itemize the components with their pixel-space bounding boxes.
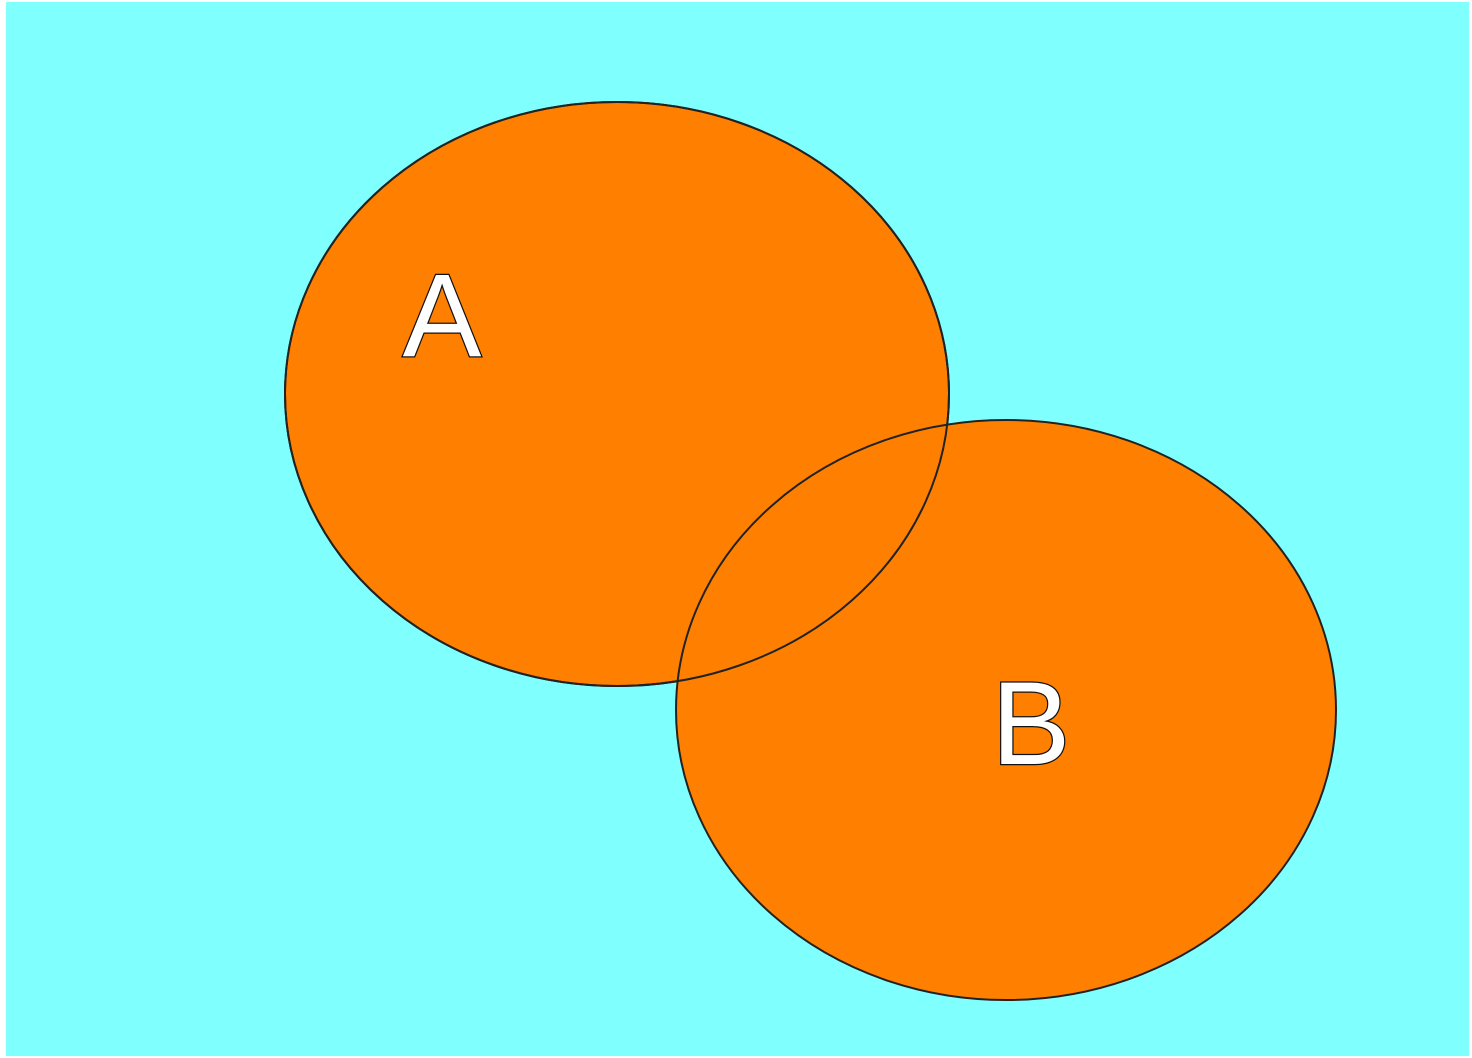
- set-b-circle: [675, 419, 1337, 1001]
- set-b-label: B: [992, 658, 1071, 790]
- set-a-label: A: [403, 250, 482, 382]
- set-a-outline: [284, 101, 950, 687]
